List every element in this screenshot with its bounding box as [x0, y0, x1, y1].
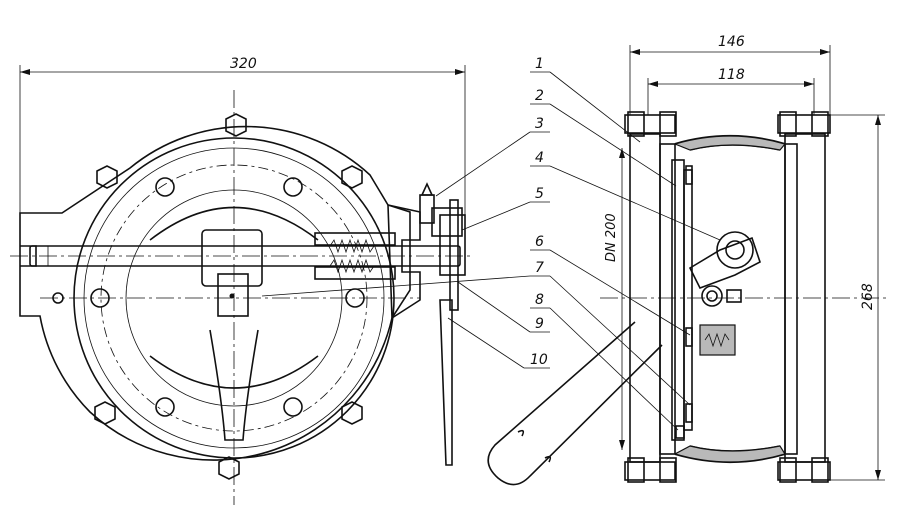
dim-label-268: 268	[860, 283, 876, 310]
bolt-icon	[624, 111, 831, 483]
side-view	[600, 111, 890, 483]
callout-10: 10	[530, 352, 548, 368]
callouts: 1 2 3 4 5 6 7 8 9 10	[261, 56, 721, 431]
front-view	[10, 90, 470, 505]
hex-nut-icon	[94, 113, 363, 480]
dimension-320: 320	[19, 56, 466, 240]
callout-3: 3	[535, 116, 544, 132]
dim-label-118: 118	[718, 67, 745, 83]
callout-2: 2	[535, 88, 544, 104]
callout-4: 4	[535, 150, 544, 166]
callout-9: 9	[535, 316, 544, 332]
dim-label-146: 146	[718, 34, 745, 50]
bolt-hole-icon	[52, 177, 365, 417]
dimension-146: 146	[629, 34, 831, 115]
dimension-118: 118	[647, 67, 815, 115]
callout-8: 8	[535, 292, 544, 308]
dimension-dn200: DN 200	[604, 148, 625, 450]
valve-handle	[487, 321, 663, 486]
callout-5: 5	[535, 186, 544, 202]
dim-label-320: 320	[230, 56, 257, 72]
callout-1: 1	[535, 56, 544, 72]
callout-6: 6	[535, 234, 544, 250]
dimension-268: 268	[830, 114, 885, 481]
callout-7: 7	[535, 260, 544, 276]
dim-label-dn200: DN 200	[604, 213, 619, 262]
